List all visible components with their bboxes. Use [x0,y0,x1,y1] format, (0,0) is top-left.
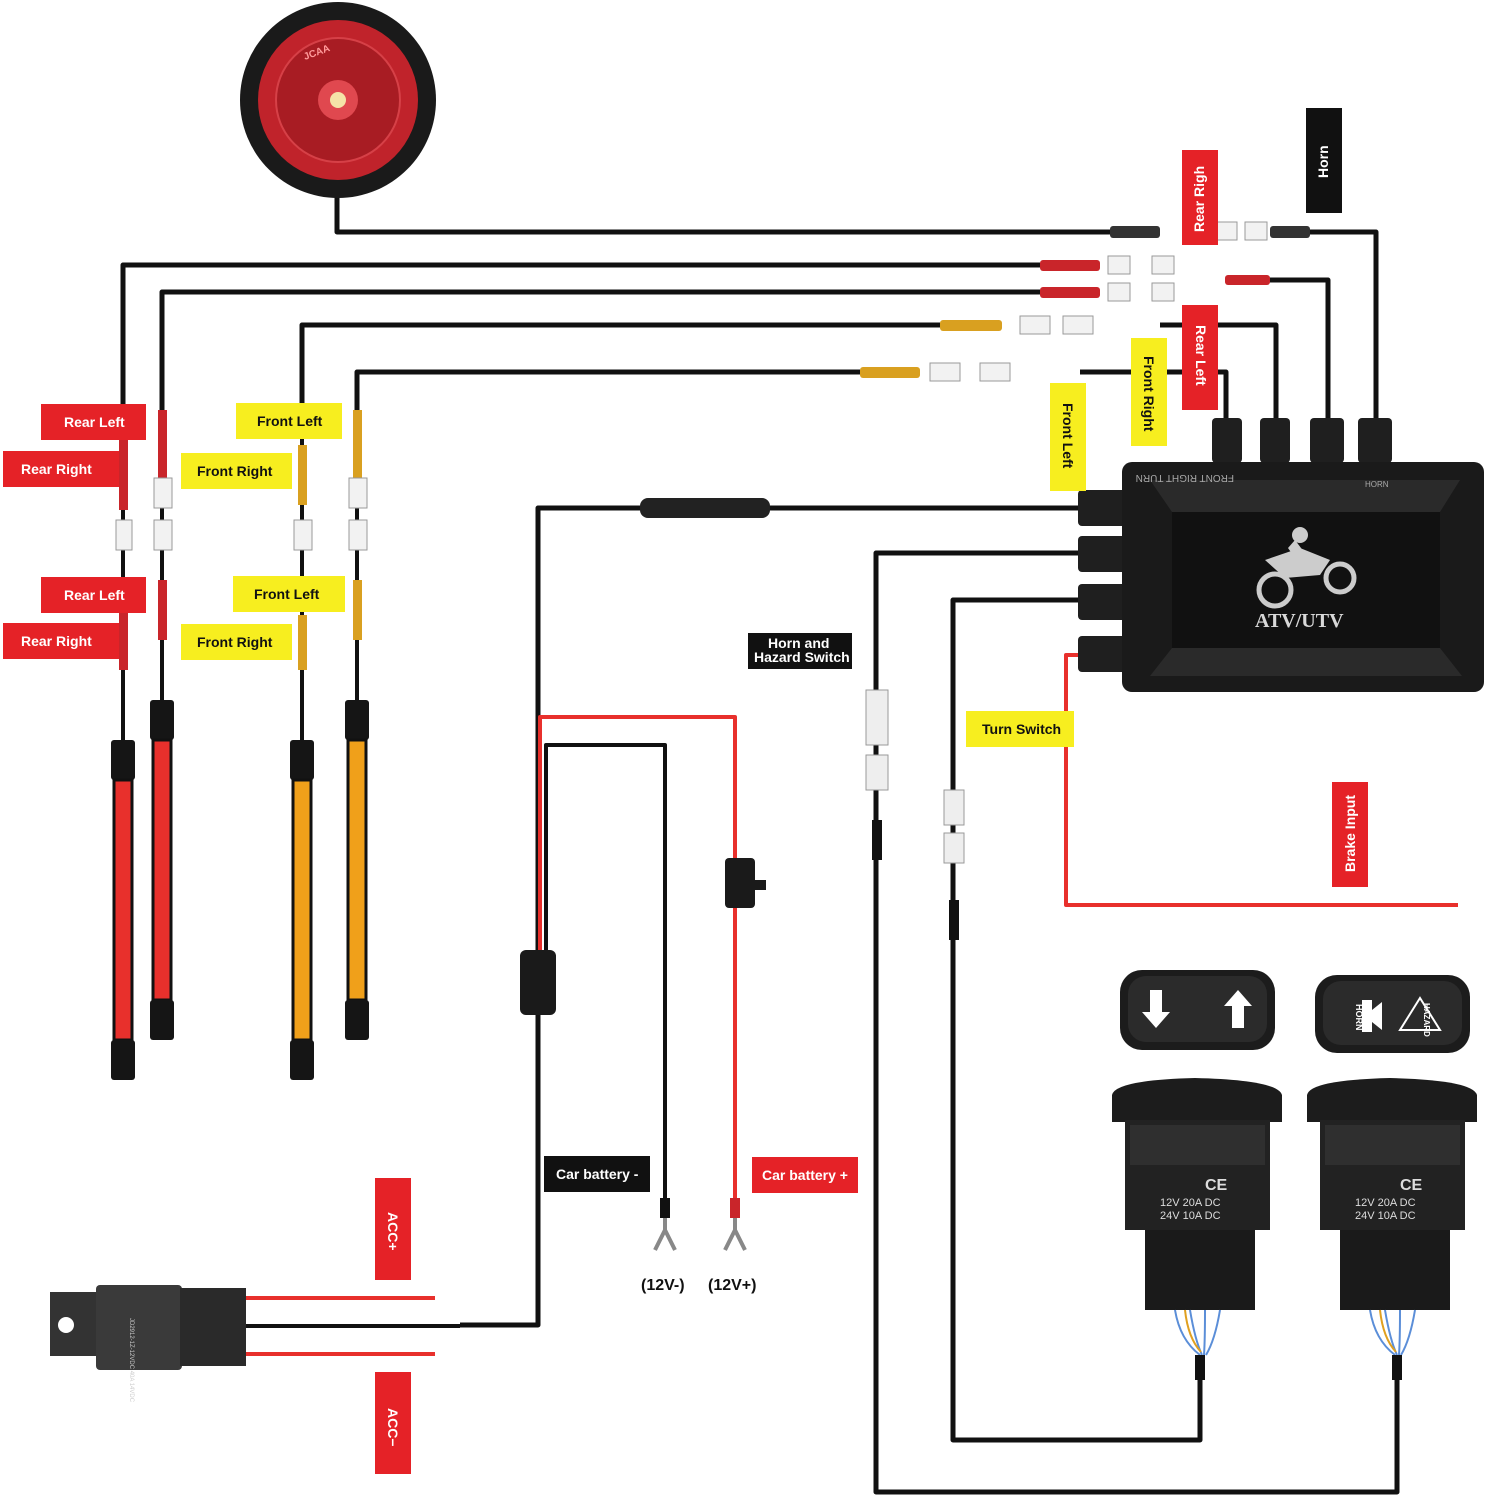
svg-text:Front Left: Front Left [254,586,320,602]
tag-front-right-2 [181,624,292,660]
tag-rear-right-2 [3,623,119,659]
tag-acc-neg [375,1372,411,1474]
switch-right-rating-1: 12V 20A DC [1355,1197,1416,1209]
switch-left-rating-1: 12V 20A DC [1160,1197,1221,1209]
svg-text:Car battery -: Car battery - [556,1166,639,1182]
switch-right-ce: CE [1400,1177,1423,1194]
light-bar-front-right [345,700,369,1040]
battery-red-lead [538,715,737,1200]
module-logo-text: ATV/UTV [1255,610,1344,632]
svg-text:Hazard Switch: Hazard Switch [754,649,850,665]
tag-turn-switch [966,711,1074,747]
relay: JD2912-1Z-12VDC 40A 14VDC [50,1285,246,1403]
svg-text:Rear Left: Rear Left [64,587,125,603]
svg-text:Car battery +: Car battery + [762,1167,848,1183]
tag-front-right-top [1131,338,1167,446]
horn-hazard-switch-cap: HORN HAZARD [1315,975,1470,1053]
relay-text: JD2912-1Z-12VDC 40A 14VDC [128,1318,134,1403]
rear-right-wire [159,289,1040,410]
svg-text:Rear Left: Rear Left [1193,325,1209,386]
arrow-down-icon [1142,990,1170,1028]
top-connectors [640,221,1310,518]
svg-text:Rear Left: Rear Left [64,414,125,430]
front-left-wire [299,322,940,410]
led-light-bars [111,700,369,1080]
tag-car-battery-pos [752,1157,858,1193]
svg-text:Horn: Horn [1315,145,1331,178]
switch-left-ce: CE [1205,1177,1228,1194]
hazard-triangle-icon [1398,996,1442,1031]
tag-front-left-top [1050,383,1086,491]
tags: Horn Rear Righ Rear Left Front Right Fro… [3,108,1368,1474]
brake-input-wire [1064,653,1458,907]
power-feed-wire [460,505,640,1328]
horn-output-wire [1300,229,1379,420]
port-label-front-right: FRONT RIGHT TURN [1136,472,1234,483]
relay-mount-hole [58,1317,74,1333]
horn-wire [334,195,1120,235]
horn-hazard-wire [873,550,1400,1495]
fuse-holder [725,858,755,908]
port-label-horn: HORN [1365,480,1389,489]
tag-rear-left-top [1182,305,1218,410]
horn-icon [1362,1000,1382,1032]
atv-logo-icon [1256,527,1357,609]
tag-rear-left-2 [41,577,146,613]
svg-text:Front Left: Front Left [1060,403,1076,469]
switch-left-rating-2: 24V 10A DC [1160,1210,1221,1222]
svg-text:Rear Righ: Rear Righ [1191,166,1207,232]
control-module: FRONT RIGHT TURN HORN ATV/UTV [1078,418,1484,692]
rocker-switch-right: CE 12V 20A DC 24V 10A DC [1307,1078,1477,1380]
front-right-wire [354,369,860,410]
svg-text:Front Right: Front Right [1141,356,1157,432]
rocker-switch-left: CE 12V 20A DC 24V 10A DC [1112,1078,1282,1380]
front-right-out [1080,369,1229,420]
svg-text:Front Left: Front Left [257,413,323,429]
svg-text:ACC−: ACC− [385,1408,401,1447]
tag-horn [1306,108,1342,213]
light-bar-front-left [290,740,314,1080]
tag-front-left-2 [233,576,345,612]
tag-brake-input [1332,782,1368,887]
svg-text:Front Right: Front Right [197,463,273,479]
wires [120,195,1458,1495]
tag-front-left-1 [236,403,342,439]
turn-switch-cap [1120,970,1275,1050]
battery-black-lead [544,743,667,1200]
svg-text:Rear Right: Rear Right [21,461,92,477]
tag-rear-righ [1182,150,1218,245]
svg-text:Brake Input: Brake Input [1342,795,1358,872]
light-bar-rear-left [111,740,135,1080]
svg-text:Horn and: Horn and [768,635,829,651]
svg-text:Rear Right: Rear Right [21,633,92,649]
lead-sleeves [115,410,368,670]
tag-rear-right-1 [3,451,119,487]
horn-speaker: JCAA [240,2,436,198]
module-left-plugs [1078,490,1126,672]
rear-brake-wire-a [1260,277,1331,420]
light-bar-rear-right [150,700,174,1040]
arrow-up-icon [1224,990,1252,1028]
rear-left-wire [120,262,1040,430]
switch-right-rating-2: 24V 10A DC [1355,1210,1416,1222]
tag-car-battery-neg [544,1156,650,1192]
turn-switch-wire [950,597,1203,1443]
tag-acc-pos [375,1178,411,1280]
tag-horn-hazard [748,633,852,669]
terminal-label-pos: (12V+) [708,1277,756,1294]
svg-text:ACC+: ACC+ [385,1212,401,1251]
cap-hazard-text: HAZARD [1422,1003,1431,1037]
module-top-plugs [1212,418,1392,463]
svg-text:Front Right: Front Right [197,634,273,650]
svg-text:Turn Switch: Turn Switch [982,721,1061,737]
terminal-label-neg: (12V-) [641,1277,685,1294]
cap-horn-text: HORN [1354,1004,1364,1031]
tag-rear-left-1 [41,404,146,440]
tag-front-right-1 [181,453,292,489]
harness-components [520,689,965,1251]
